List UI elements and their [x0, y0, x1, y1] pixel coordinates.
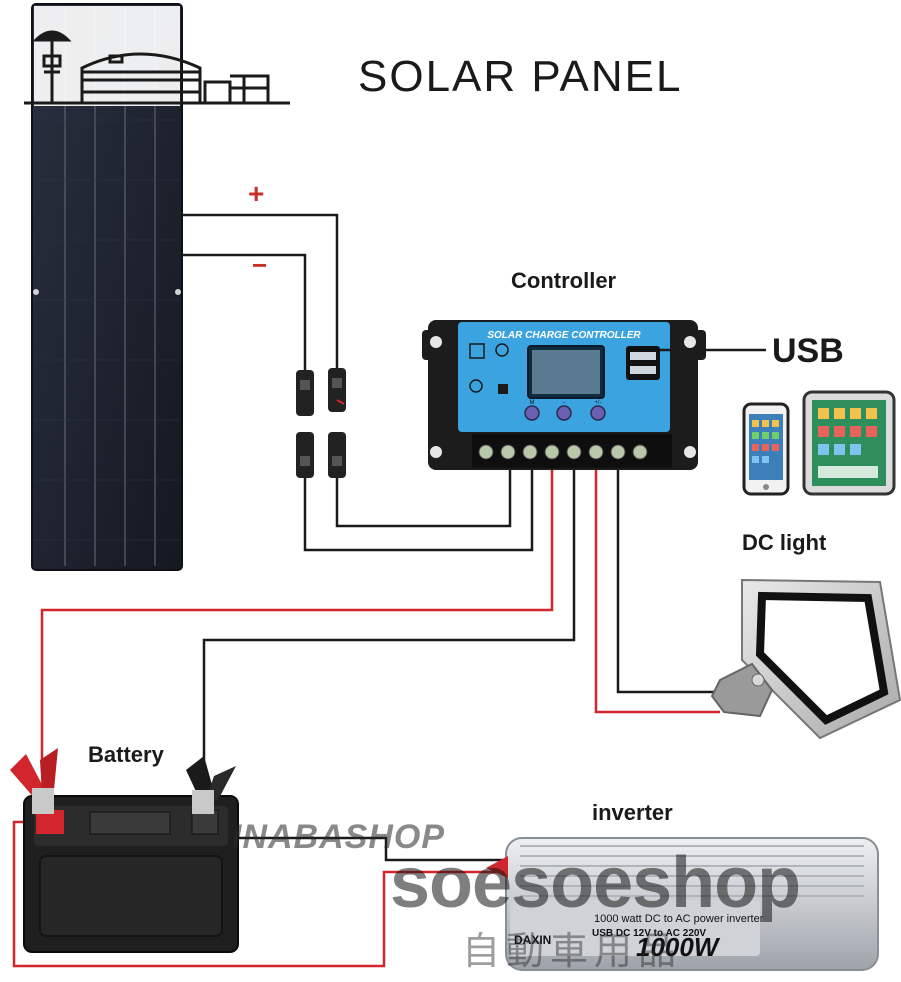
house-outline-icon	[24, 30, 290, 105]
controller-label: Controller	[511, 268, 617, 293]
controller-banner: SOLAR CHARGE CONTROLLER	[487, 330, 641, 341]
dc-floodlight-icon	[710, 578, 901, 740]
solar-panel	[31, 3, 183, 571]
watermark-inabashop: INABASHOP	[232, 818, 446, 856]
pv-wires	[182, 213, 534, 552]
phone-icon	[742, 402, 790, 496]
battery-label: Battery	[88, 742, 164, 767]
usb-label: USB	[772, 332, 844, 370]
button-m-label: M	[530, 400, 535, 406]
watermark-soesoeshop: soesoeshop	[390, 843, 801, 923]
inverter-brand: DAXIN	[514, 933, 551, 947]
page-title: SOLAR PANEL	[358, 52, 683, 101]
button-minus-label: -	[563, 400, 565, 406]
dc-light-label: DC light	[742, 530, 827, 555]
mc4-connectors	[296, 368, 346, 478]
negative-sign: −	[252, 250, 268, 280]
button-plusminus-label: +/-	[594, 400, 601, 406]
inverter-line1: 1000 watt DC to AC power inverter	[594, 913, 764, 925]
charge-controller: SOLAR CHARGE CONTROLLER M - +/-	[422, 320, 706, 470]
battery	[23, 795, 239, 953]
inverter-rating: 1000W	[636, 932, 721, 962]
inverter: 1000 watt DC to AC power inverter DAXIN …	[486, 837, 879, 971]
positive-sign: +	[248, 178, 265, 209]
inverter-usb-text: USB DC 12V to AC 220V	[592, 928, 706, 939]
inverter-label: inverter	[592, 800, 673, 825]
tablet-icon	[802, 390, 896, 496]
watermark-japanese: 自動車用品	[462, 931, 683, 973]
battery-wires	[12, 470, 720, 968]
clamp-icon	[10, 748, 236, 814]
